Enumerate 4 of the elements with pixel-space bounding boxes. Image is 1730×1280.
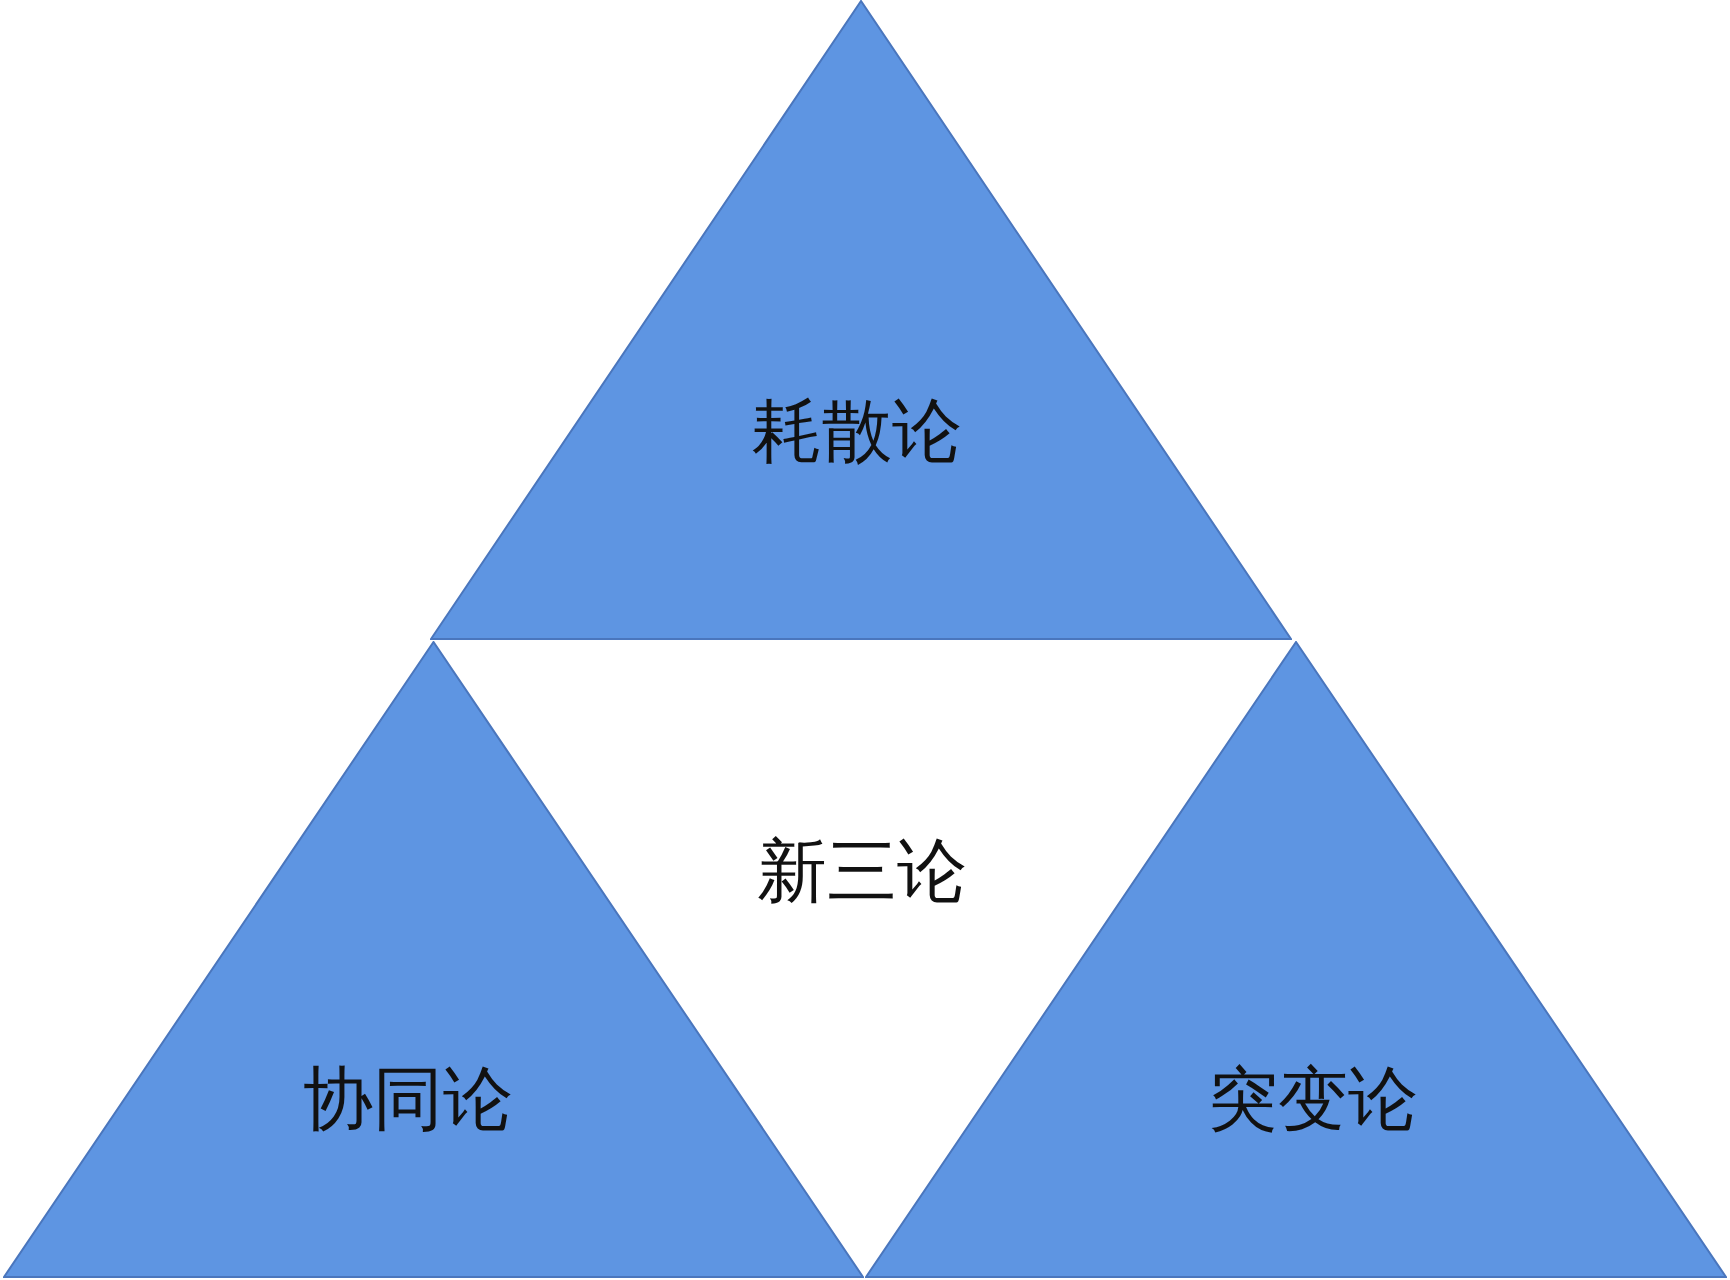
triangle-label: 突变论 (1208, 1056, 1419, 1142)
center-label: 新三论 (757, 829, 967, 914)
triangle-label: 耗散论 (751, 389, 962, 474)
triangle-label: 协同论 (302, 1056, 513, 1142)
